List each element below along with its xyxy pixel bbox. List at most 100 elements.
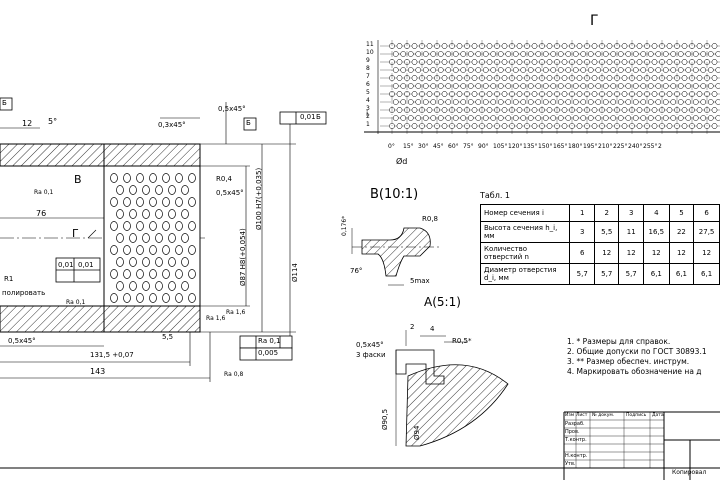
section-hole <box>482 51 489 57</box>
perforation-hole <box>123 197 131 207</box>
perforation-hole <box>149 221 157 231</box>
section-hole <box>602 99 609 105</box>
section-hole <box>632 99 639 105</box>
perforation-hole <box>149 173 157 183</box>
perforation-hole <box>149 293 157 303</box>
section-hole <box>467 99 474 105</box>
section-hole <box>509 123 515 129</box>
perforation-hole <box>181 233 189 243</box>
section-hole <box>651 91 658 97</box>
section-hole <box>441 123 448 129</box>
section-hole <box>520 83 527 89</box>
section-hole <box>696 59 703 65</box>
section-hole <box>655 99 662 105</box>
section-b-marker: B <box>74 173 82 186</box>
section-hole <box>666 123 673 129</box>
perforation-hole <box>181 209 189 219</box>
title-block-header: № докум. <box>592 413 615 418</box>
section-hole <box>430 83 437 89</box>
section-hole <box>681 107 688 113</box>
section-hole <box>467 51 474 57</box>
section-hole <box>501 123 508 129</box>
section-hole <box>696 91 703 97</box>
section-hole <box>550 99 557 105</box>
section-hole <box>497 83 504 89</box>
section-hole <box>572 99 579 105</box>
section-hole <box>707 83 714 89</box>
section-hole <box>531 75 538 81</box>
section-hole <box>501 75 508 81</box>
tolerance-frames <box>0 97 327 361</box>
section-hole <box>572 51 579 57</box>
section-g-marker: Г <box>72 227 79 240</box>
ra-mark-1: Rа 0,1 <box>34 189 54 196</box>
section-hole <box>614 123 620 129</box>
perforation-hole <box>162 197 170 207</box>
section-hole <box>580 115 587 121</box>
section-hole <box>621 107 628 113</box>
section-hole <box>437 51 444 57</box>
perforation-holes <box>110 173 196 303</box>
title-block-header: Дата <box>652 413 664 418</box>
section-hole <box>651 107 658 113</box>
perforation-hole <box>162 293 170 303</box>
note-4: 4. Маркировать обозначение на д <box>567 367 702 376</box>
section-hole <box>670 115 677 121</box>
section-hole <box>471 75 478 81</box>
section-hole <box>681 43 688 49</box>
section-hole <box>662 99 669 105</box>
section-hole <box>606 75 613 81</box>
section-hole <box>576 75 583 81</box>
section-hole <box>602 51 609 57</box>
section-hole <box>700 51 707 57</box>
section-hole <box>486 59 493 65</box>
section-hole <box>482 67 489 73</box>
section-hole <box>636 43 643 49</box>
section-hole <box>445 83 452 89</box>
table-cell: 5,7 <box>593 263 620 285</box>
section-hole <box>546 59 553 65</box>
note-3: 3. ** Размер обеспеч. инструм. <box>567 357 690 366</box>
angle-label: 30° <box>418 143 429 150</box>
ra-mark-2: Rа 0,1 <box>66 299 86 306</box>
section-hole <box>595 115 602 121</box>
section-hole <box>396 123 403 129</box>
section-hole <box>494 123 500 129</box>
title-block-role: Т.контр. <box>565 437 587 443</box>
section-hole <box>621 43 628 49</box>
title-block-role: Пров. <box>565 429 580 435</box>
datum-b-frame: Б <box>246 119 251 127</box>
section-hole <box>651 123 658 129</box>
section-hole <box>411 91 418 97</box>
angle-label: 225° <box>613 143 628 150</box>
section-hole <box>602 115 609 121</box>
section-hole <box>441 107 448 113</box>
angle-label: 240° <box>628 143 643 150</box>
view-a-dim-chamfer: 0,5х45° <box>356 341 384 349</box>
section-hole <box>685 115 692 121</box>
section-hole <box>632 67 639 73</box>
section-hole <box>482 99 489 105</box>
section-hole <box>437 83 444 89</box>
section-hole <box>554 123 560 129</box>
section-hole <box>692 51 699 57</box>
section-hole <box>400 99 407 105</box>
section-hole <box>677 51 684 57</box>
row-number: 6 <box>366 81 370 88</box>
row-number: 9 <box>366 57 370 64</box>
section-hole <box>565 115 572 121</box>
section-hole <box>711 59 718 65</box>
perforation-hole <box>129 209 137 219</box>
section-hole <box>625 83 632 89</box>
gdt-value-2: 0,01 <box>78 261 94 269</box>
title-block-header: Изм <box>565 413 575 418</box>
section-hole <box>595 51 602 57</box>
dim-76: 76 <box>36 209 47 218</box>
section-hole <box>707 67 714 73</box>
section-hole <box>527 115 534 121</box>
section-hole <box>565 83 572 89</box>
section-hole <box>426 43 433 49</box>
perforation-hole <box>188 293 196 303</box>
section-hole <box>456 75 463 81</box>
dim-d87: Ø87 H8(+0,054) <box>239 228 247 286</box>
